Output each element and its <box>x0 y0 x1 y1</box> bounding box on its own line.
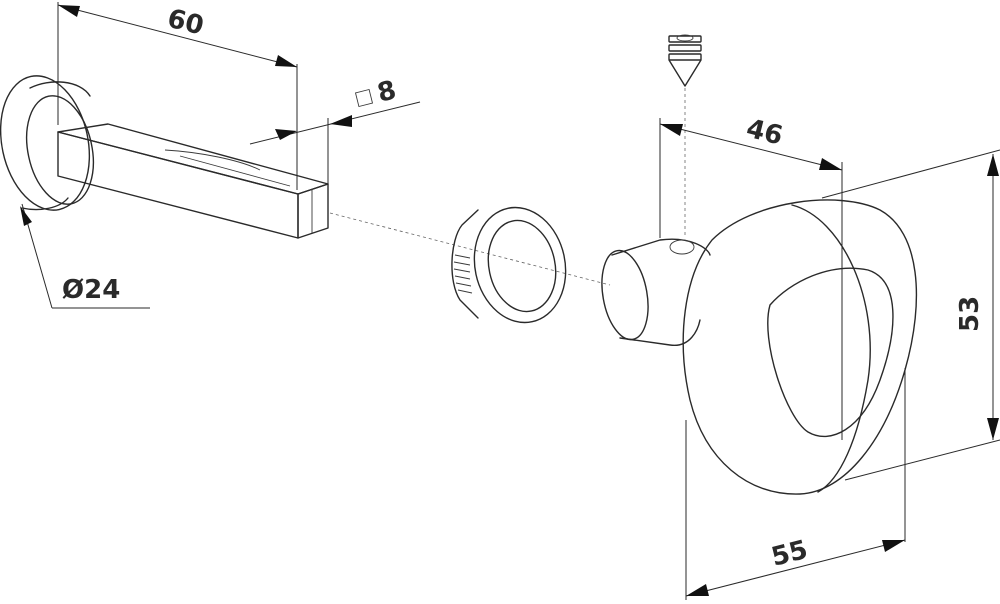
ring-bushing <box>451 206 567 324</box>
dim-knob-height: 53 <box>821 149 1000 481</box>
dim-square-size-label: 8 <box>374 75 399 108</box>
dim-rose-diameter-label: Ø24 <box>62 275 120 305</box>
grub-screw <box>668 34 702 238</box>
dim-knob-depth: 46 <box>659 114 843 440</box>
knob-head <box>682 199 918 495</box>
square-symbol <box>354 88 374 108</box>
knob-neck <box>601 238 711 346</box>
dim-knob-width-label: 55 <box>768 535 810 573</box>
dim-knob-height-label: 53 <box>955 296 985 332</box>
dim-rod-length: 60 <box>57 2 298 190</box>
dim-knob-width: 55 <box>685 368 906 600</box>
dim-rod-length-label: 60 <box>164 4 206 42</box>
center-axis <box>329 212 611 286</box>
dim-rose-diameter: Ø24 <box>20 203 150 309</box>
rose-part <box>0 75 95 211</box>
spindle-rod <box>57 123 329 239</box>
dim-square-size: 8 <box>249 75 421 188</box>
dim-knob-depth-label: 46 <box>743 114 785 152</box>
